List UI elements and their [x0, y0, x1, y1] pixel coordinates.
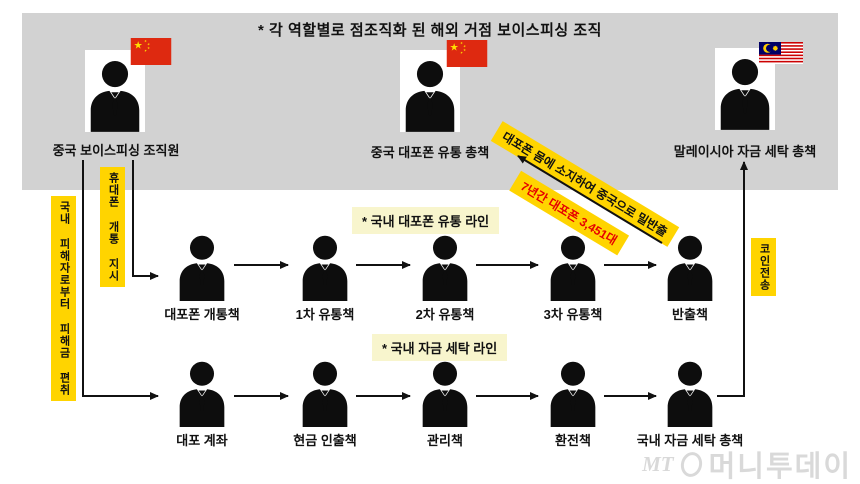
- moneytoday-mt-mark: MT: [642, 451, 674, 476]
- moneytoday-circle-icon: [677, 449, 705, 479]
- role-node-distributor-1: 1차 유통책: [260, 234, 390, 323]
- money-laundering-line-title: * 국내 자금 세탁 라인: [372, 334, 508, 361]
- role-node-carrier: 반출책: [625, 234, 755, 323]
- person-icon: [179, 235, 225, 301]
- role-label: 현금 인출책: [293, 433, 357, 448]
- annotation-coin-transfer: 코인전송: [751, 238, 776, 296]
- moneytoday-wordmark: 머니투데이: [708, 451, 852, 483]
- role-label: 국내 자금 세탁 총책: [636, 433, 744, 448]
- annotation-phone-activation-order: 휴대폰 개통 지시: [100, 167, 125, 287]
- person-icon: [550, 361, 596, 427]
- member-label: 말레이시아 자금 세탁 총책: [673, 144, 817, 159]
- member-label: 중국 보이스피싱 조직원: [52, 143, 180, 158]
- moneytoday-logo: MT 머니투데이: [642, 443, 852, 484]
- role-label: 3차 유통책: [543, 307, 603, 322]
- person-icon: [422, 235, 468, 301]
- person-icon: [667, 235, 713, 301]
- person-icon: [302, 361, 348, 427]
- role-node-exchanger: 환전책: [508, 360, 638, 449]
- person-icon: [405, 60, 455, 132]
- annotation-victim-money-extortion: 국내 피해자로부터 피해금 편취: [51, 196, 76, 401]
- china-flag-icon: [128, 38, 174, 65]
- person-icon: [179, 361, 225, 427]
- person-icon: [422, 361, 468, 427]
- role-label: 대포폰 개통책: [164, 307, 240, 322]
- phone-distribution-line-title: * 국내 대포폰 유통 라인: [352, 207, 500, 234]
- member-label: 중국 대포폰 유통 총책: [370, 145, 490, 160]
- role-node-phone-activator: 대포폰 개통책: [137, 234, 267, 323]
- role-node-domestic-laundering-boss: 국내 자금 세탁 총책: [625, 360, 755, 449]
- china-flag-icon: [444, 40, 490, 67]
- role-label: 환전책: [555, 433, 591, 448]
- role-node-distributor-2: 2차 유통책: [380, 234, 510, 323]
- role-label: 대포 계좌: [176, 433, 228, 448]
- role-label: 관리책: [427, 433, 463, 448]
- role-node-distributor-3: 3차 유통책: [508, 234, 638, 323]
- role-label: 반출책: [672, 307, 708, 322]
- diagram-title: * 각 역할별로 점조직화 된 해외 거점 보이스피싱 조직: [258, 22, 602, 39]
- role-node-manager: 관리책: [380, 360, 510, 449]
- person-icon: [720, 58, 770, 130]
- malaysia-flag-icon: [759, 42, 803, 64]
- role-label: 1차 유통책: [295, 307, 355, 322]
- person-icon: [550, 235, 596, 301]
- person-icon: [667, 361, 713, 427]
- role-node-bogus-account: 대포 계좌: [137, 360, 267, 449]
- person-icon: [302, 235, 348, 301]
- person-icon: [90, 60, 140, 132]
- role-node-cash-withdrawer: 현금 인출책: [260, 360, 390, 449]
- role-label: 2차 유통책: [415, 307, 475, 322]
